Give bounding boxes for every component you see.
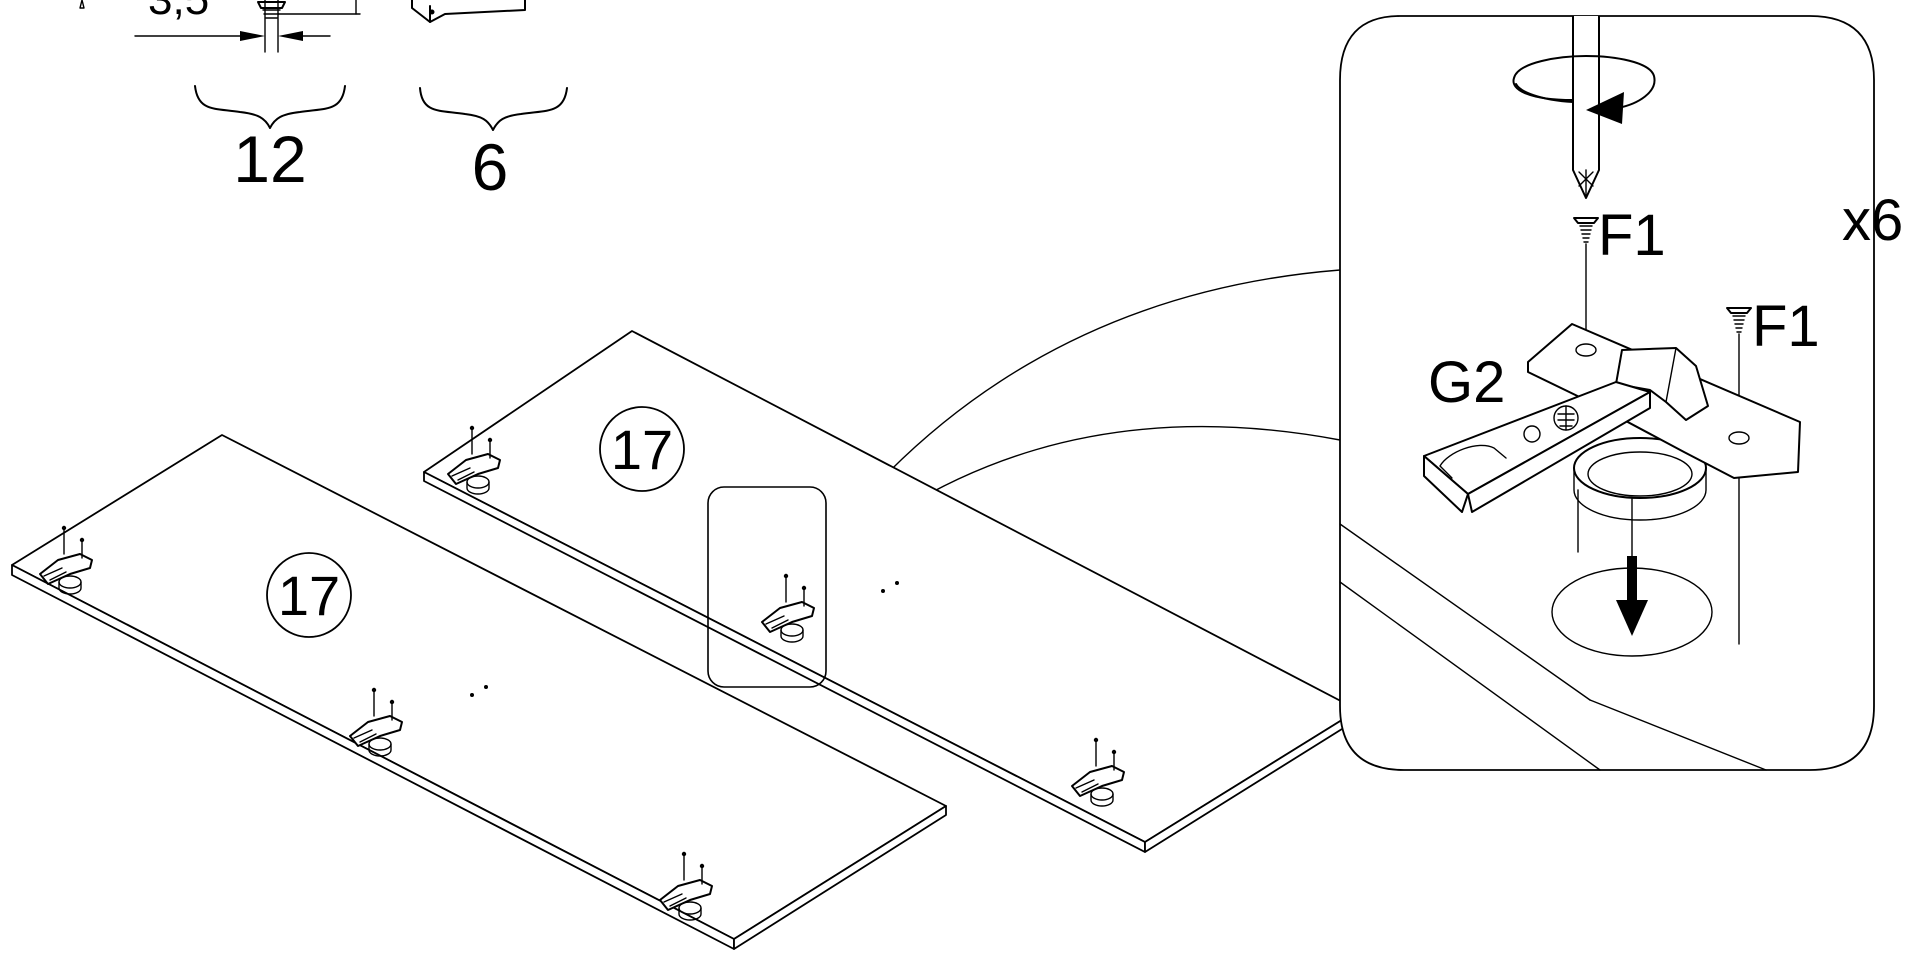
hinge-icon bbox=[1423, 323, 1801, 521]
brace-screws bbox=[194, 85, 346, 129]
repeat-count-label: x6 bbox=[1842, 188, 1903, 253]
panel-front: 17 bbox=[11, 434, 947, 950]
hinge-on-panel bbox=[349, 687, 403, 757]
screw-dimension-label: 3,5 bbox=[148, 0, 209, 24]
panel-label-circle bbox=[599, 406, 685, 492]
panel-edge-detail bbox=[1339, 523, 1767, 771]
parts-legend: 3,5 12 6 bbox=[79, 0, 568, 204]
screwdriver-icon bbox=[1572, 16, 1600, 199]
panel-back: 17 bbox=[423, 330, 1359, 853]
hinge-on-panel bbox=[761, 573, 815, 643]
rotation-arrow-icon bbox=[1512, 55, 1656, 124]
down-arrow-icon bbox=[1616, 556, 1648, 636]
hinge-on-panel bbox=[39, 525, 93, 595]
screw-icon bbox=[79, 0, 361, 53]
screw-label-right: F1 bbox=[1752, 294, 1820, 359]
hinge-on-panel bbox=[1071, 737, 1125, 807]
detail-callout: F1 F1 bbox=[1339, 15, 1903, 771]
panel-label: 17 bbox=[278, 564, 340, 627]
panel-label-circle bbox=[266, 552, 352, 638]
hinge-on-panel bbox=[659, 851, 713, 921]
hinge-icon bbox=[411, 0, 526, 23]
hinge-quantity-label: 6 bbox=[472, 130, 509, 204]
brace-hinges bbox=[419, 87, 568, 131]
screw-label-top: F1 bbox=[1598, 203, 1666, 268]
callout-highlight-box bbox=[707, 486, 827, 688]
dimension-arrows bbox=[134, 31, 331, 41]
hinge-label: G2 bbox=[1428, 350, 1505, 415]
panel-label: 17 bbox=[611, 418, 673, 481]
screw-quantity-label: 12 bbox=[233, 122, 306, 196]
hinge-on-panel bbox=[447, 425, 501, 495]
